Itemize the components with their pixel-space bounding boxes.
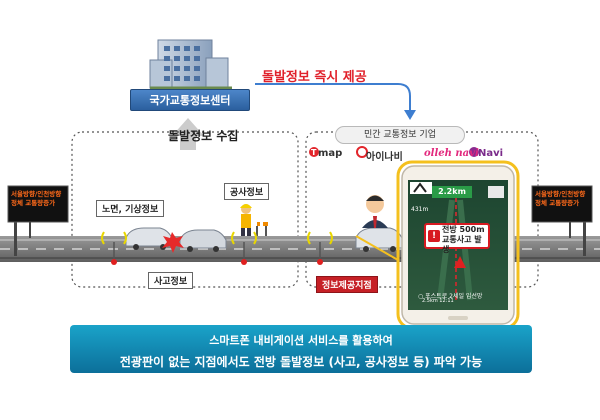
sign-left-text: 서울방향/인천방향 정체 교통량증가 — [11, 190, 61, 208]
phone-bottom-text: ○ 포스트로 2세일 입선망 — [418, 293, 483, 300]
phone-distance: 2.2km — [432, 186, 472, 198]
driver-icon — [362, 195, 388, 228]
crash-icon — [162, 232, 184, 253]
brand-tmap: map — [318, 148, 343, 159]
brand-inavi: 아이나비 — [366, 152, 403, 163]
worker-icon — [240, 204, 268, 236]
accident-alert: ! 전방 500m 교통사고 발생 — [424, 223, 490, 254]
accident-tag: 사고정보 — [148, 272, 194, 289]
unavi-logo-icon — [469, 147, 479, 157]
provide-arrow-icon — [255, 83, 416, 120]
sensor-icon — [307, 231, 333, 265]
phone-bottom-status: 2.5km 12:11 — [422, 298, 454, 304]
car-icon — [125, 227, 173, 250]
sensor-icon — [231, 231, 257, 265]
warning-icon: ! — [428, 230, 440, 242]
alert-line2: 교통사고 발생 — [442, 235, 482, 254]
sign-left-line1: 서울방향/인천방향 — [11, 190, 62, 198]
traffic-center-label: 국가교통정보센터 — [130, 89, 250, 111]
banner-line1: 스마트폰 내비게이션 서비스를 활용하여 — [209, 334, 393, 347]
building-icon — [149, 39, 232, 90]
construction-tag: 공사정보 — [224, 183, 270, 200]
car-icon — [179, 229, 227, 252]
brand-unavi: Navi — [478, 148, 504, 159]
svg-text:T: T — [311, 148, 317, 157]
signboard-left-icon — [7, 185, 69, 256]
tmap-logo-icon: T — [309, 147, 319, 157]
signboard-right-icon — [531, 185, 593, 256]
weather-tag: 노면, 기상정보 — [96, 200, 165, 217]
sign-left-line2: 정체 교통량증가 — [11, 199, 56, 207]
inavi-logo-icon — [356, 146, 368, 158]
sign-right-line1: 서울방향/인천방향 — [535, 190, 586, 198]
brand-olleh: olleh navi — [424, 148, 479, 159]
collect-label: 돌발정보 수집 — [168, 129, 239, 143]
summary-banner: 스마트폰 내비게이션 서비스를 활용하여 전광판이 없는 지점에서도 전방 돌발… — [70, 325, 532, 373]
collect-arrow-icon — [172, 118, 204, 150]
alert-line1: 전방 500m — [442, 225, 485, 234]
banner-line2: 전광판이 없는 지점에서도 전방 돌발정보 (사고, 공사정보 등) 파악 가능 — [119, 355, 483, 369]
sign-right-text: 서울방향/인천방향 정체 교통량증가 — [535, 190, 585, 208]
private-company-label: 민간 교통정보 기업 — [335, 126, 465, 144]
info-point-tag: 정보제공지점 — [316, 276, 378, 293]
phone-km-mark: 431m — [411, 206, 429, 213]
provide-label: 돌발정보 즉시 제공 — [262, 70, 367, 85]
sensor-icon — [101, 231, 127, 265]
sign-right-line2: 정체 교통량증가 — [535, 199, 580, 207]
